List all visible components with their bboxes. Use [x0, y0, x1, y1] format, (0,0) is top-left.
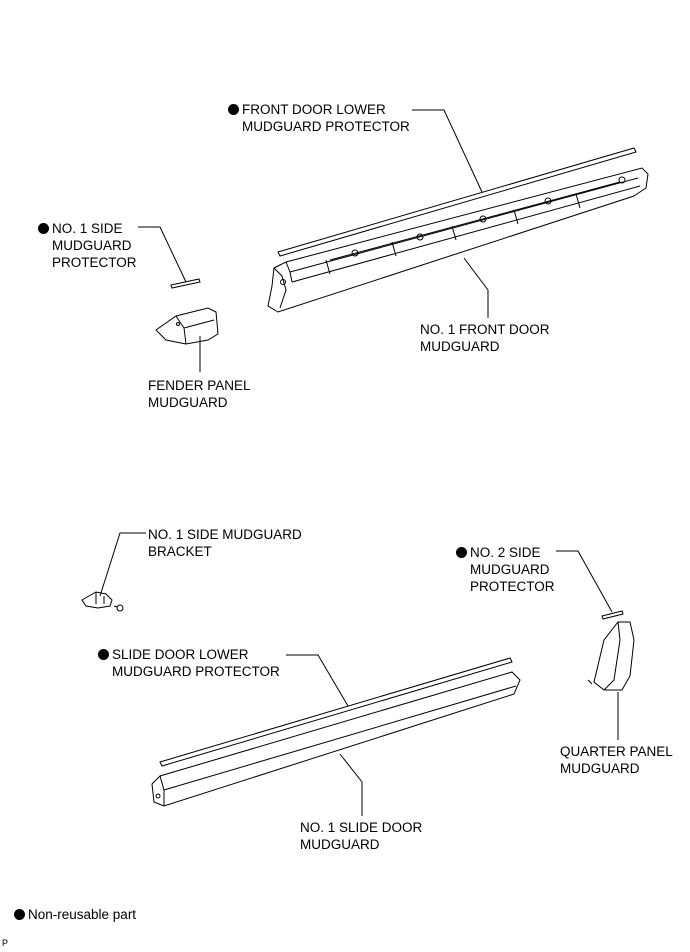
label-line1: NO. 1 SIDE MUDGUARD	[148, 527, 302, 542]
legend-text: Non-reusable part	[28, 907, 137, 922]
label-line3: PROTECTOR	[470, 579, 555, 594]
front-door-lower-mudguard-protector-part	[277, 147, 637, 257]
label-line2: MUDGUARD	[560, 761, 640, 776]
fender-panel-mudguard-label: FENDER PANEL MUDGUARD	[148, 377, 251, 411]
no1-side-mudguard-protector-label: NO. 1 SIDE MUDGUARD PROTECTOR	[38, 220, 137, 271]
label-line2: MUDGUARD	[420, 339, 500, 354]
label-line1: FRONT DOOR LOWER	[242, 102, 386, 117]
no1-side-mudguard-bracket-part	[81, 591, 124, 612]
filled-circle-icon	[14, 909, 25, 920]
label-line2: MUDGUARD	[52, 238, 132, 253]
slide-door-lower-mudguard-protector-label: SLIDE DOOR LOWER MUDGUARD PROTECTOR	[98, 646, 280, 680]
non-reusable-bullet-icon	[98, 649, 109, 660]
label-line2: BRACKET	[148, 544, 212, 559]
no1-side-mudguard-protector-part	[170, 278, 201, 289]
leader-lines	[99, 109, 619, 816]
no1-side-mudguard-bracket-label: NO. 1 SIDE MUDGUARD BRACKET	[148, 526, 302, 560]
legend: Non-reusable part	[14, 906, 136, 923]
label-line1: NO. 1 SLIDE DOOR	[300, 820, 423, 835]
label-line2: MUDGUARD PROTECTOR	[242, 119, 410, 134]
slide-door-lower-mudguard-protector-part	[159, 657, 513, 767]
label-line1: NO. 2 SIDE	[470, 545, 541, 560]
non-reusable-bullet-icon	[228, 104, 239, 115]
label-line1: FENDER PANEL	[148, 378, 251, 393]
label-line1: NO. 1 SIDE	[52, 221, 123, 236]
corner-mark: P	[2, 938, 9, 948]
label-line1: NO. 1 FRONT DOOR	[420, 322, 550, 337]
non-reusable-bullet-icon	[456, 547, 467, 558]
label-line2: MUDGUARD	[300, 837, 380, 852]
no1-slide-door-mudguard-label: NO. 1 SLIDE DOOR MUDGUARD	[300, 819, 422, 853]
no2-side-mudguard-protector-label: NO. 2 SIDE MUDGUARD PROTECTOR	[456, 544, 555, 595]
label-line2: MUDGUARD PROTECTOR	[112, 664, 280, 679]
no1-slide-door-mudguard-part	[151, 671, 521, 807]
front-door-lower-mudguard-protector-label: FRONT DOOR LOWER MUDGUARD PROTECTOR	[228, 101, 410, 135]
no2-side-mudguard-protector-part	[601, 610, 624, 620]
no1-front-door-mudguard-label: NO. 1 FRONT DOOR MUDGUARD	[420, 321, 550, 355]
no1-front-door-mudguard-part	[267, 167, 649, 313]
fender-panel-mudguard-part	[155, 307, 219, 345]
quarter-panel-mudguard-label: QUARTER PANEL MUDGUARD	[560, 743, 673, 777]
quarter-panel-mudguard-part	[587, 621, 635, 691]
label-line1: SLIDE DOOR LOWER	[112, 647, 249, 662]
label-line1: QUARTER PANEL	[560, 744, 673, 759]
label-line2: MUDGUARD	[148, 395, 228, 410]
non-reusable-bullet-icon	[38, 223, 49, 234]
label-line2: MUDGUARD	[470, 562, 550, 577]
label-line3: PROTECTOR	[52, 255, 137, 270]
